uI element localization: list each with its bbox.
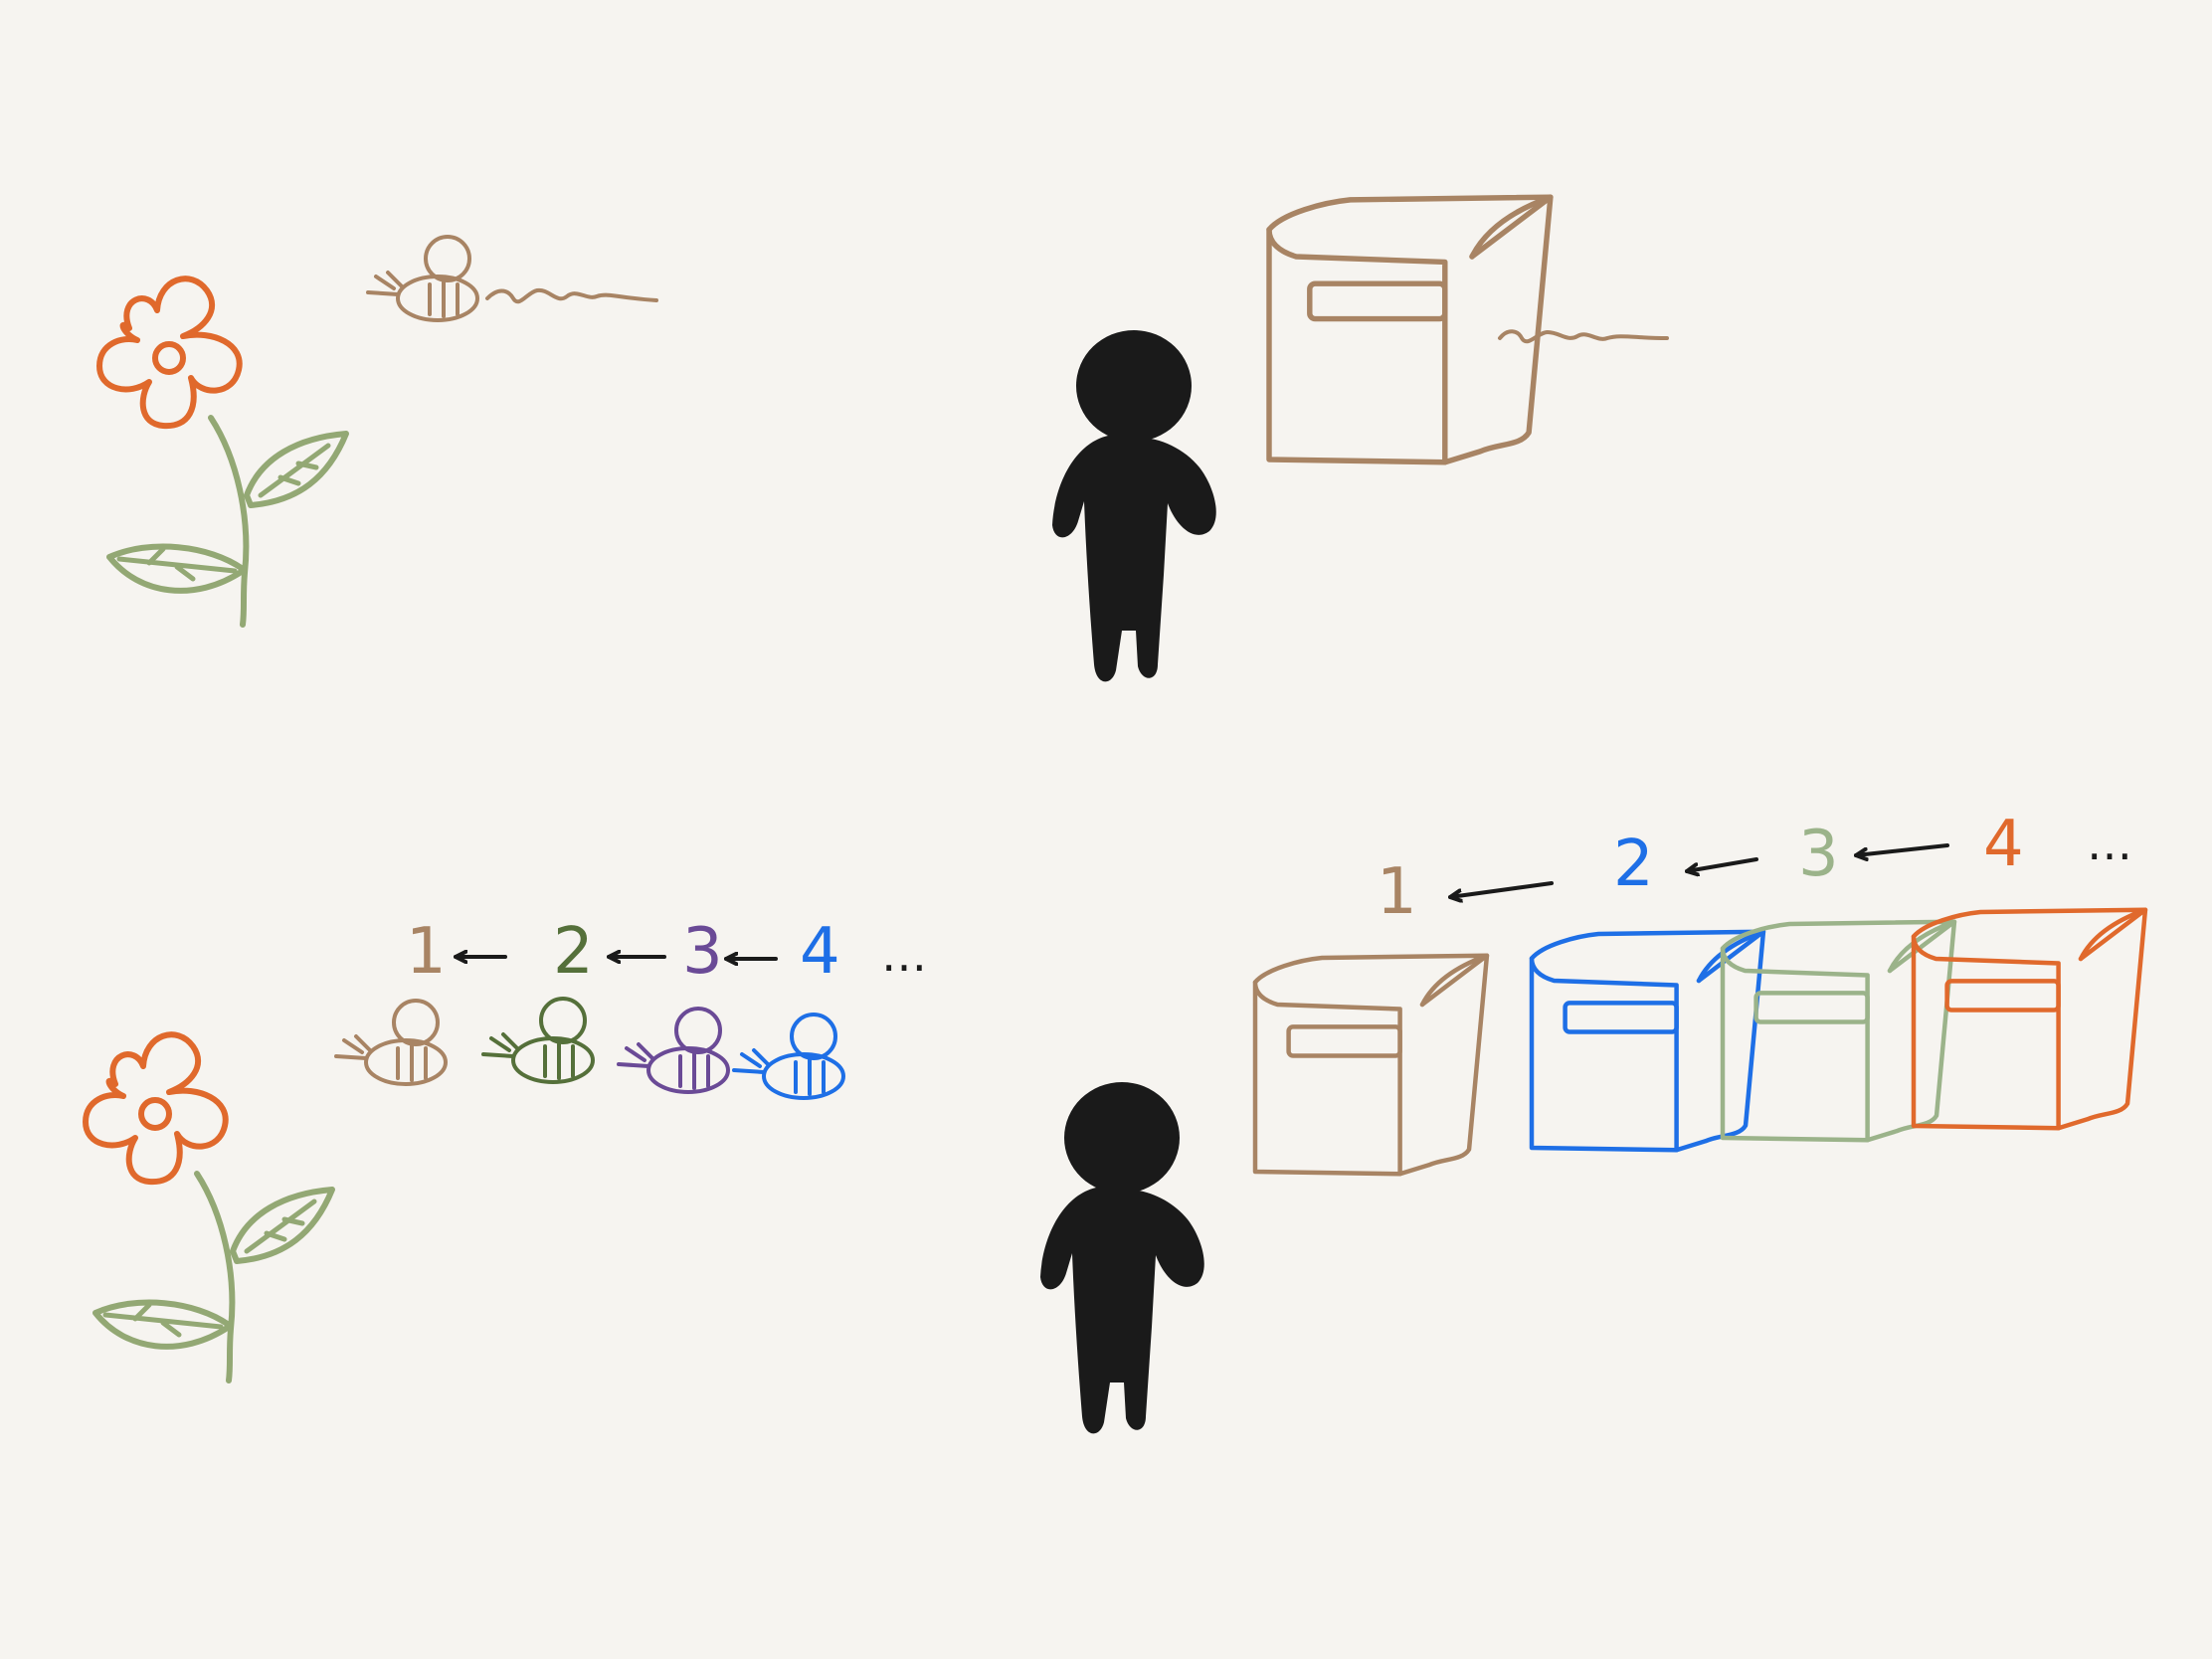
arrow-icon [1854,843,1949,855]
bee-label-1: 1 [406,915,447,989]
bee-icon-1 [334,999,448,1086]
arrow-icon [1448,881,1554,897]
bee-icon-2 [481,997,595,1084]
arrow-icon [1685,857,1758,871]
bee-label-2: 2 [553,915,594,989]
bottom-scene: 1 2 3 4 … 1 2 3 4 … [86,808,2145,1434]
bee-queue-more: … [881,928,933,982]
box-queue-more: … [2087,817,2138,870]
bee-label-3: 3 [682,915,723,989]
mailbox-trail-squiggle [1498,329,1669,344]
box-queue: 1 2 3 4 … [1255,808,2145,1174]
flower-icon [99,278,346,625]
box-label-4: 4 [1983,808,2024,881]
box-label-1: 1 [1377,855,1417,929]
mailbox-icon [1269,197,1551,462]
mailbox-icon-1 [1255,956,1487,1175]
person-silhouette [1052,330,1216,682]
bee-icon-3 [617,1007,730,1094]
bee-icon [366,235,479,322]
person-silhouette-bottom [1040,1082,1204,1434]
mailbox-icon-4 [1914,910,2145,1129]
bee-icon-4 [732,1013,845,1100]
bee-trail-squiggle [485,287,658,304]
bee-label-4: 4 [800,915,840,989]
bee-queue: 1 2 3 4 … [334,915,933,1100]
box-label-3: 3 [1798,818,1839,891]
top-scene [99,197,1669,682]
flower-icon-bottom [86,1034,332,1381]
mailbox-icon-3 [1723,922,1954,1141]
box-label-2: 2 [1613,828,1654,901]
